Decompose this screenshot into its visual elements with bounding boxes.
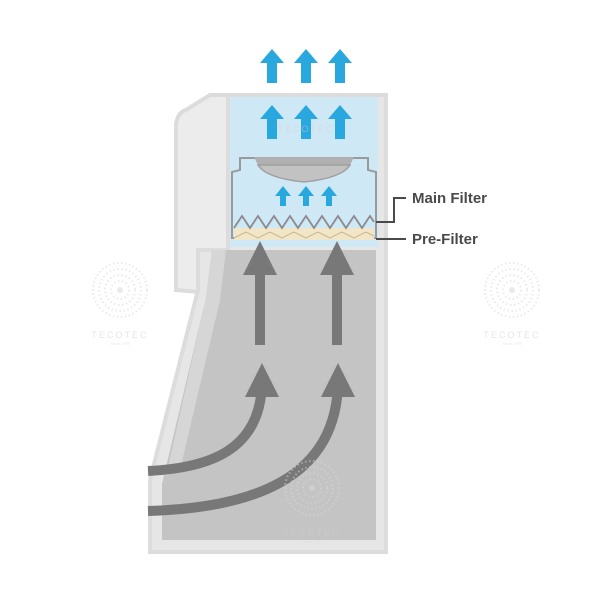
watermark-logo-icon <box>484 262 540 318</box>
watermark-left: TECOTEC Since 1999 <box>91 262 148 346</box>
pre-filter-layer <box>234 228 374 240</box>
watermark-tagline: Since 1999 <box>302 539 323 544</box>
pre-filter-zigzag <box>233 231 375 239</box>
watermark-logo-icon <box>92 262 148 318</box>
exhaust-arrow-icon <box>294 49 318 83</box>
watermark-brand: TECOTEC <box>283 528 340 538</box>
watermark-bottom: TECOTEC Since 1999 <box>283 460 340 544</box>
sash-reflection <box>166 250 226 476</box>
watermark-brand: TECOTEC <box>483 330 540 340</box>
blower-fan <box>254 157 354 183</box>
watermark-tagline: Since 1999 <box>110 341 131 346</box>
intake-curve-arrow-icon <box>147 363 355 516</box>
main-filter-label: Main Filter <box>412 190 487 207</box>
exhaust-arrow-icon <box>260 49 284 83</box>
intake-curve-arrow-icon <box>147 363 279 476</box>
watermark-tagline: Since 1999 <box>502 341 523 346</box>
filtered-air-arrows <box>275 186 337 206</box>
watermark-center-top: TECOTEC <box>277 124 334 134</box>
watermark-brand: TECOTEC <box>91 330 148 340</box>
pre-filter-label: Pre-Filter <box>412 231 478 248</box>
main-filter-zigzag <box>233 214 375 230</box>
exhaust-arrow-icon <box>328 49 352 83</box>
watermark-brand: TECOTEC <box>277 124 334 134</box>
main-filter-callout-line <box>376 197 406 223</box>
watermark-right: TECOTEC Since 1999 <box>483 262 540 346</box>
